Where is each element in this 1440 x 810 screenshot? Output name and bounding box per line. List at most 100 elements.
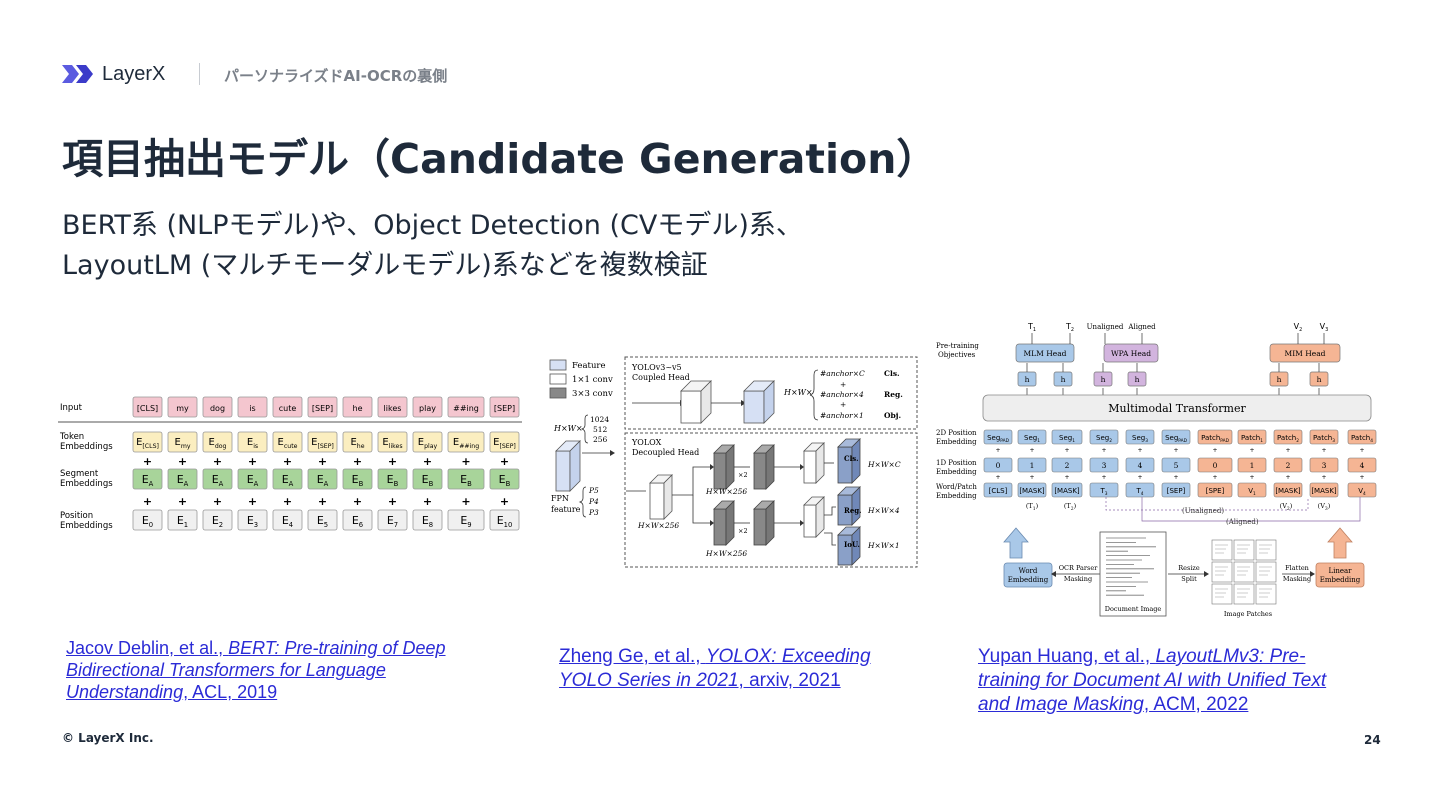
aligned-label: (Aligned) (1226, 518, 1259, 526)
flatten-label-2: Masking (1283, 575, 1311, 583)
page-number: 24 (1364, 733, 1381, 747)
h-node-label: h (1277, 375, 1282, 384)
image-patch (1212, 562, 1232, 582)
decoupled-dim-stem: H×W×256 (637, 521, 679, 530)
plus-icon: + (1212, 474, 1217, 481)
image-patches-grid (1212, 540, 1276, 604)
plus-icon: + (1321, 474, 1326, 481)
slide-body: BERT系 (NLPモデル)や、Object Detection (CVモデル)… (62, 206, 803, 286)
word-patch-embedding-label: [MASK] (1311, 487, 1337, 495)
decoupled-title-1: YOLOX (631, 438, 662, 447)
word-patch-embedding-label: [MASK] (1275, 487, 1301, 495)
output-label: T1 (1027, 322, 1036, 333)
word-embedding-arrow-icon (1004, 528, 1028, 558)
plus-icon: + (1101, 474, 1106, 481)
bert-plus-icon: + (353, 495, 362, 508)
bert-embedding-figure: InputTokenEmbeddingsSegmentEmbeddingsPos… (56, 392, 526, 542)
pretraining-head-label: MIM Head (1285, 349, 1326, 358)
bert-plus-icon: + (283, 495, 292, 508)
image-patch (1256, 562, 1276, 582)
bert-row-label: Position (60, 511, 93, 521)
bert-row-label: Token (59, 432, 84, 442)
image-patch (1234, 540, 1254, 560)
image-patches-label: Image Patches (1224, 610, 1272, 618)
flatten-label-1: Flatten (1285, 564, 1309, 572)
coupled-feature-block (744, 381, 774, 423)
bert-plus-icon: + (143, 495, 152, 508)
row-label-2d-2: Embedding (936, 438, 977, 446)
coupled-1x1-block (681, 381, 711, 423)
1d-position-embedding-label: 2 (1065, 461, 1070, 470)
plus-icon: + (1064, 474, 1069, 481)
bert-input-token-label: [SEP] (494, 404, 515, 413)
1d-position-embedding-label: 3 (1102, 461, 1107, 470)
plus-icon: + (995, 447, 1000, 454)
1d-position-embedding-label: 1 (1030, 461, 1035, 470)
plus-icon: + (1101, 447, 1106, 454)
fpn-label-1: FPN (551, 494, 569, 503)
bert-plus-icon: + (213, 495, 222, 508)
logo: LayerX (62, 61, 165, 87)
image-patch (1212, 540, 1232, 560)
slide-title: 項目抽出モデル（Candidate Generation） (62, 125, 937, 185)
bert-plus-icon: + (248, 495, 257, 508)
decoupled-title-2: Decoupled Head (632, 448, 699, 457)
bert-plus-icon: + (178, 455, 187, 468)
h-node-label: h (1135, 375, 1140, 384)
coupled-title-2: Coupled Head (632, 373, 690, 382)
plus-icon: + (1173, 474, 1178, 481)
document-image-thumbnail (1100, 532, 1166, 616)
document-image-label: Document Image (1105, 605, 1162, 613)
decoupled-1x1-block (650, 475, 672, 519)
coupled-head-obj: Obj. (884, 411, 901, 420)
legend-1x1: 1×1 conv (572, 375, 613, 385)
plus-icon: + (1359, 447, 1364, 454)
fpn-p3: P3 (588, 508, 599, 517)
1d-position-embedding-label: 0 (1213, 461, 1218, 470)
word-patch-embedding-label: [SEP] (1167, 487, 1186, 495)
bert-input-token-label: is (249, 404, 255, 413)
image-patch (1256, 584, 1276, 604)
reference-yolox-authors: Zheng Ge, et al., (559, 646, 706, 667)
image-patch (1234, 562, 1254, 582)
h-node-label: h (1025, 375, 1030, 384)
output-label: T2 (1065, 322, 1074, 333)
coupled-term-reg: #anchor×4 (820, 390, 864, 399)
row-label-1d-1: 1D Position (936, 459, 977, 467)
body-line-2: LayoutLM (マルチモーダルモデル)系などを複数検証 (62, 246, 803, 286)
bert-plus-icon: + (500, 495, 509, 508)
footer-copyright: © LayerX Inc. (62, 731, 154, 745)
linear-embedding-1: Linear (1328, 567, 1352, 575)
plus-icon: + (1285, 447, 1290, 454)
bert-plus-icon: + (461, 495, 470, 508)
bert-plus-icon: + (143, 455, 152, 468)
reference-yolox[interactable]: Zheng Ge, et al., YOLOX: Exceeding YOLO … (559, 645, 904, 693)
decoupled-head-iou: IoU. (844, 540, 860, 549)
legend-1x1-swatch (550, 374, 566, 384)
reference-layoutlmv3[interactable]: Yupan Huang, et al., LayoutLMv3: Pre-tra… (978, 645, 1358, 717)
word-patch-embedding-label: [SPE] (1206, 487, 1225, 495)
masked-target-label: (V3) (1318, 502, 1331, 512)
word-embedding-1: Word (1019, 567, 1038, 575)
bert-plus-icon: + (248, 455, 257, 468)
bert-input-token-label: [SEP] (312, 404, 333, 413)
bert-plus-icon: + (461, 455, 470, 468)
layerx-logo-icon (62, 61, 96, 87)
objectives-label-1: Pre-training (936, 342, 979, 350)
reference-bert[interactable]: Jacov Deblin, et al., BERT: Pre-training… (66, 637, 466, 703)
ocr-label-1: OCR Parser (1059, 564, 1099, 572)
fpn-feature-block (556, 441, 580, 491)
decoupled-dim-top: H×W×256 (705, 487, 747, 496)
plus-icon: + (1212, 447, 1217, 454)
row-label-word-1: Word/Patch (936, 483, 977, 491)
objectives-label-2: Objectives (938, 351, 976, 359)
bert-input-token-label: cute (279, 404, 297, 413)
decoupled-head-reg: Reg. (844, 506, 862, 515)
plus-icon: + (1321, 447, 1326, 454)
row-label-word-2: Embedding (936, 492, 977, 500)
reference-yolox-venue: , arxiv, 2021 (739, 670, 841, 691)
masked-target-label: (T2) (1064, 502, 1077, 512)
word-patch-embedding-label: [MASK] (1019, 487, 1045, 495)
1d-position-embedding-label: 4 (1360, 461, 1365, 470)
bert-row-label: Embeddings (60, 442, 113, 452)
